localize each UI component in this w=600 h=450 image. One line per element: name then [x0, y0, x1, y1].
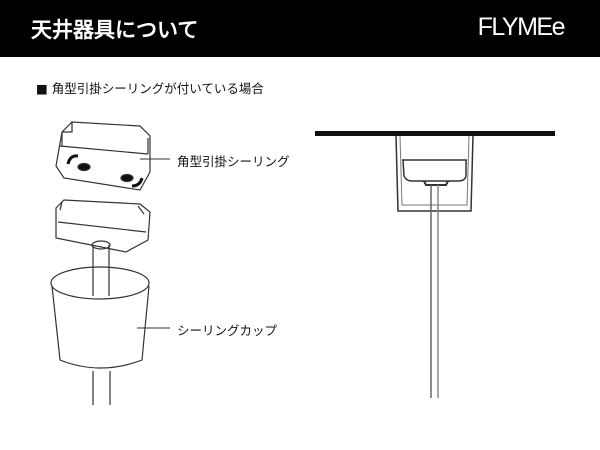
ceiling-rose-label: 角型引掛シーリング — [177, 154, 290, 169]
ceiling-cup-label: シーリングカップ — [177, 323, 278, 338]
page-title: 天井器具について — [31, 18, 199, 42]
header-bar: 天井器具について FLYMEe — [0, 0, 600, 57]
brand-logo: FLYMEe — [477, 13, 566, 41]
adapter-illustration — [55, 199, 151, 296]
ceiling-cup-illustration — [50, 266, 150, 405]
cross-section-illustration — [315, 131, 555, 398]
section-subtitle: ■ 角型引掛シーリングが付いている場合 — [36, 81, 264, 96]
ceiling-rose-illustration — [55, 121, 151, 191]
